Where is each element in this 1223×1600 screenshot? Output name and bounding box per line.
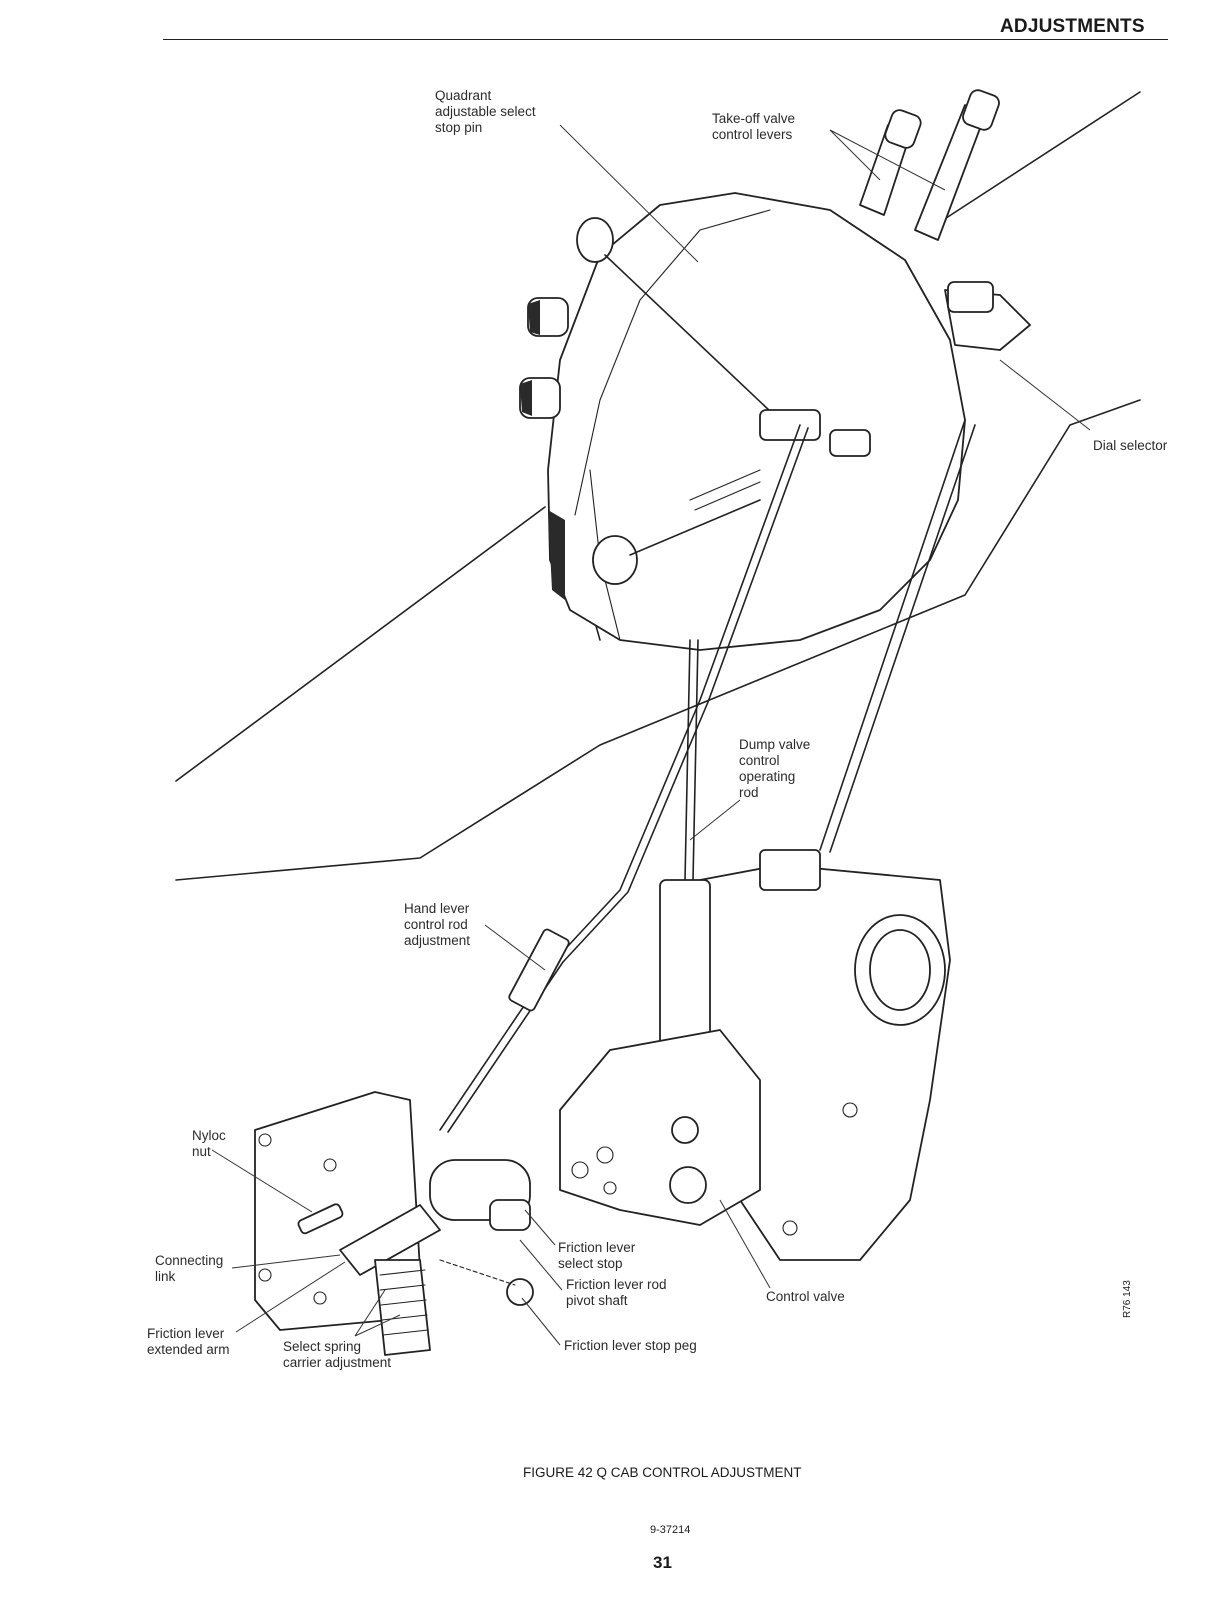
takeoff-levers: [859, 89, 1000, 241]
label-connecting-link: Connecting link: [155, 1253, 224, 1284]
housing-levers: [576, 217, 871, 585]
label-dump-valve-rod: Dump valve control operating rod: [739, 737, 811, 800]
label-friction-lever-rod-pivot: Friction lever rod pivot shaft: [566, 1277, 667, 1308]
page-number: 31: [653, 1553, 672, 1572]
quadrant-housing: [519, 192, 966, 651]
friction-lever-assembly: [254, 1091, 534, 1356]
label-friction-lever-select-stop: Friction lever select stop: [558, 1240, 636, 1271]
label-hand-lever-rod: Hand lever control rod adjustment: [404, 901, 471, 948]
label-dial-selector: Dial selector: [1093, 438, 1168, 453]
control-rods: [439, 419, 976, 1133]
dial-selector-part: [944, 281, 1031, 351]
drawing-reference-code: R76 143: [1122, 1280, 1133, 1318]
label-friction-lever-arm: Friction lever extended arm: [147, 1326, 230, 1357]
label-leader-lines: [211, 124, 1091, 1346]
label-quadrant-stop-pin: Quadrant adjustable select stop pin: [435, 88, 536, 135]
label-takeoff-valve-levers: Take-off valve control levers: [712, 111, 796, 142]
label-nyloc-nut: Nyloc nut: [192, 1128, 226, 1159]
label-select-spring: Select spring carrier adjustment: [283, 1339, 392, 1370]
label-control-valve: Control valve: [766, 1289, 845, 1304]
document-number: 9-37214: [650, 1524, 691, 1536]
label-friction-lever-stop-peg: Friction lever stop peg: [564, 1338, 697, 1353]
control-valve-body: [559, 849, 951, 1261]
page-header-title: ADJUSTMENTS: [1000, 16, 1145, 37]
header-rule: [163, 39, 1168, 40]
figure-caption: FIGURE 42 Q CAB CONTROL ADJUSTMENT: [523, 1465, 802, 1480]
